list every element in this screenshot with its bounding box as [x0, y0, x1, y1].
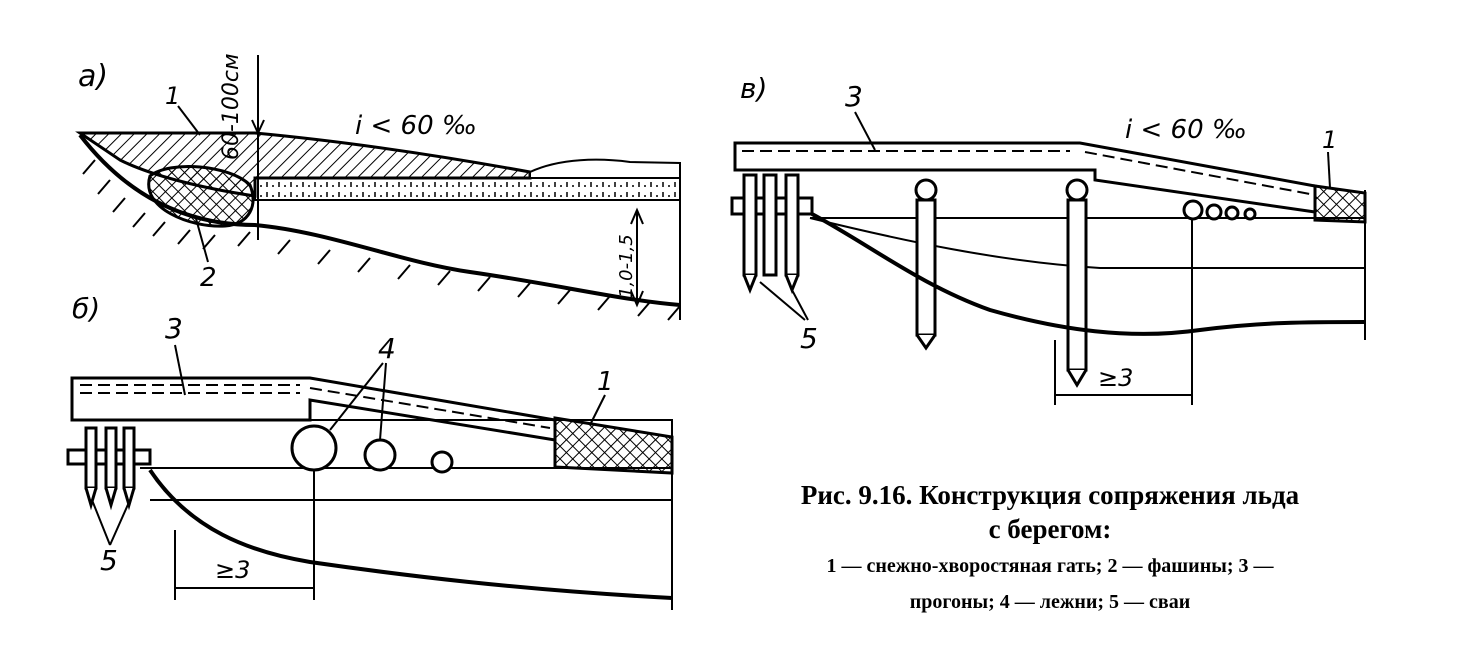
panel-c-label-3: 3 [845, 80, 863, 113]
panel-b-dim-span: ≥3 [215, 556, 250, 584]
panel-b-leader-5 [91, 499, 131, 546]
panel-b-label-4: 4 [378, 332, 396, 365]
panel-c-letter: в) [740, 72, 767, 105]
panel-c-leader-1 [1327, 151, 1331, 189]
panel-c: в) 3 i < 60 ‰ [730, 72, 1367, 405]
caption-legend-line-2: прогоны; 4 — лежни; 5 — сваи [909, 591, 1191, 613]
caption-legend-line-1: 1 — снежно-хворостяная гать; 2 — фашины;… [826, 555, 1274, 577]
panel-b-label-3: 3 [165, 312, 183, 345]
panel-a-leader-2 [194, 214, 209, 263]
panel-b-sleeper-2 [363, 438, 397, 472]
panel-a-dim-arrow [251, 119, 265, 136]
panel-b: б) 3 4 1 5 ≥3 [66, 292, 674, 610]
panel-a-slope: i < 60 ‰ [355, 111, 477, 141]
panel-c-piles [730, 173, 1089, 388]
panel-c-girder-planks [742, 150, 1311, 195]
panel-a-dim-thickness: 60-100см [219, 53, 244, 160]
panel-b-letter: б) [72, 292, 100, 325]
panel-a-label-2: 2 [200, 263, 217, 293]
panel-a: а) 60-100см 1 2 i < 60 ‰ 1,0-1,5 [75, 53, 681, 321]
panel-c-ground [811, 212, 1366, 336]
panel-c-label-5: 5 [800, 322, 818, 355]
panel-c-label-1: 1 [1322, 126, 1337, 154]
panel-a-leader-1 [177, 105, 201, 136]
figure-caption: Рис. 9.16. Конструкция сопряжения льда с… [700, 478, 1400, 618]
panel-a-letter: а) [78, 59, 108, 94]
panel-b-causeway [553, 416, 674, 475]
panel-c-leader-3 [854, 111, 876, 151]
panel-c-slope: i < 60 ‰ [1125, 115, 1247, 145]
panel-c-leader-5 [759, 281, 809, 321]
caption-title-line-1: Рис. 9.16. Конструкция сопряжения льда [800, 480, 1300, 510]
panel-a-dim-depth: 1,0-1,5 [616, 234, 637, 298]
panel-a-depth-arrows [630, 207, 644, 308]
panel-a-label-1: 1 [165, 82, 180, 110]
panel-b-girder-planks [80, 384, 551, 429]
panel-a-snow-surface [529, 158, 681, 179]
panel-b-label-5: 5 [100, 544, 118, 577]
panel-a-ice [254, 177, 681, 201]
panel-b-leader-3 [174, 344, 186, 396]
panel-c-sleepers [1182, 199, 1257, 221]
panel-c-dim-span: ≥3 [1098, 364, 1133, 392]
panel-b-leader-4 [329, 362, 387, 441]
panel-b-ground [148, 468, 673, 600]
panel-b-leader-1 [589, 394, 606, 426]
panel-a-fascine [147, 165, 255, 228]
panel-b-label-1: 1 [597, 367, 614, 397]
panel-b-sleeper-3 [430, 450, 454, 474]
panel-c-girder [733, 141, 1317, 214]
panel-c-causeway [1313, 184, 1367, 224]
panel-b-piles [66, 426, 152, 511]
panel-b-sleeper-1 [290, 424, 338, 472]
caption-title-line-2: с берегом: [988, 514, 1112, 544]
panel-a-ground-hatch [82, 159, 681, 321]
